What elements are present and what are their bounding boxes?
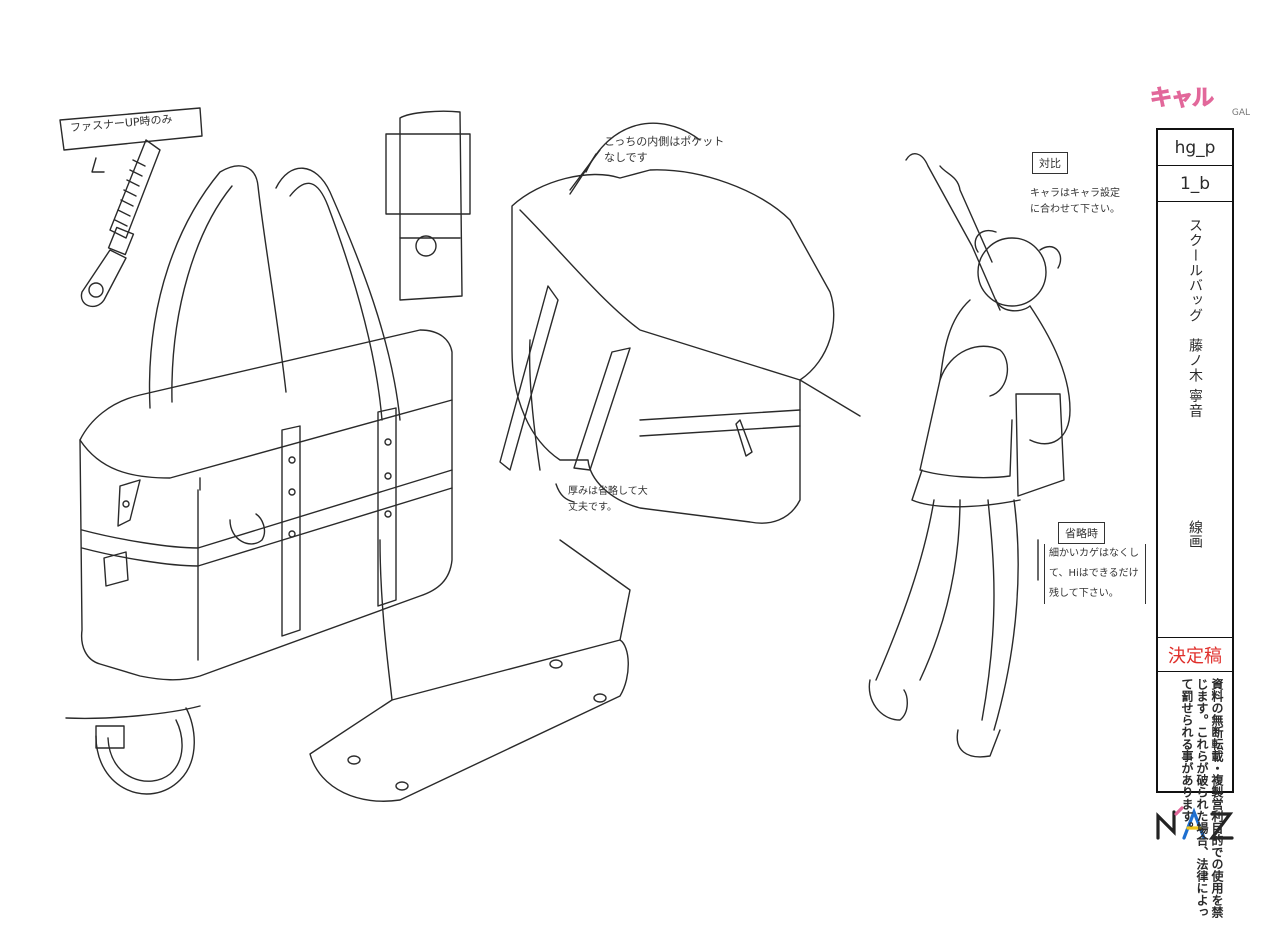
- sheet-cut: 1_b: [1158, 166, 1232, 202]
- sheet-title: スクールバッグ 藤ノ木 寧音: [1187, 218, 1203, 419]
- zipper-pull-drawing: [80, 139, 161, 308]
- settings-info-panel: hg_p 1_b スクールバッグ 藤ノ木 寧音 線画 決定稿 資料の無断転載・複…: [1156, 128, 1234, 918]
- bag-bottom-drawing: [309, 539, 631, 802]
- omit-note: 細かいカゲはなくして、Hiはできるだけ残して下さい。: [1044, 544, 1146, 604]
- thickness-note: 厚みは省略して大丈夫です。: [568, 486, 648, 513]
- sheet-code: hg_p: [1158, 130, 1232, 166]
- character-note: キャラはキャラ設定に合わせて下さい。: [1030, 188, 1120, 215]
- zipper-note-frame: [59, 107, 203, 151]
- sheet-title-cell: スクールバッグ 藤ノ木 寧音 線画: [1158, 202, 1232, 638]
- legal-notice-cell: 資料の無断転載・複製営利目的での使用を禁じます。これらが破られた場合、法律によっ…: [1158, 672, 1232, 918]
- thickness-note-leader: [555, 483, 575, 503]
- omit-tag: 省略時: [1058, 522, 1105, 544]
- strap-buckle-drawing: [385, 110, 471, 301]
- status-badge: 決定稿: [1158, 638, 1232, 672]
- sheet-kind: 線画: [1187, 520, 1203, 548]
- maz-studio-logo: [1156, 806, 1234, 840]
- title-logo: キャル GAL: [1149, 80, 1250, 126]
- school-bag-open-drawing: [499, 122, 861, 524]
- character-figure-drawing: [868, 153, 1071, 758]
- pocket-note: こっちの内側はポケットなしです: [604, 135, 725, 164]
- logo-text: キャル: [1149, 86, 1214, 112]
- pocket-note-leader: [569, 153, 597, 195]
- school-bag-front-drawing: [79, 165, 453, 681]
- logo-sub: GAL: [1231, 108, 1250, 118]
- legal-notice: 資料の無断転載・複製営利目的での使用を禁じます。これらが破られた場合、法律によっ…: [1180, 678, 1224, 918]
- compare-tag: 対比: [1032, 152, 1068, 174]
- d-ring-drawing: [65, 705, 201, 795]
